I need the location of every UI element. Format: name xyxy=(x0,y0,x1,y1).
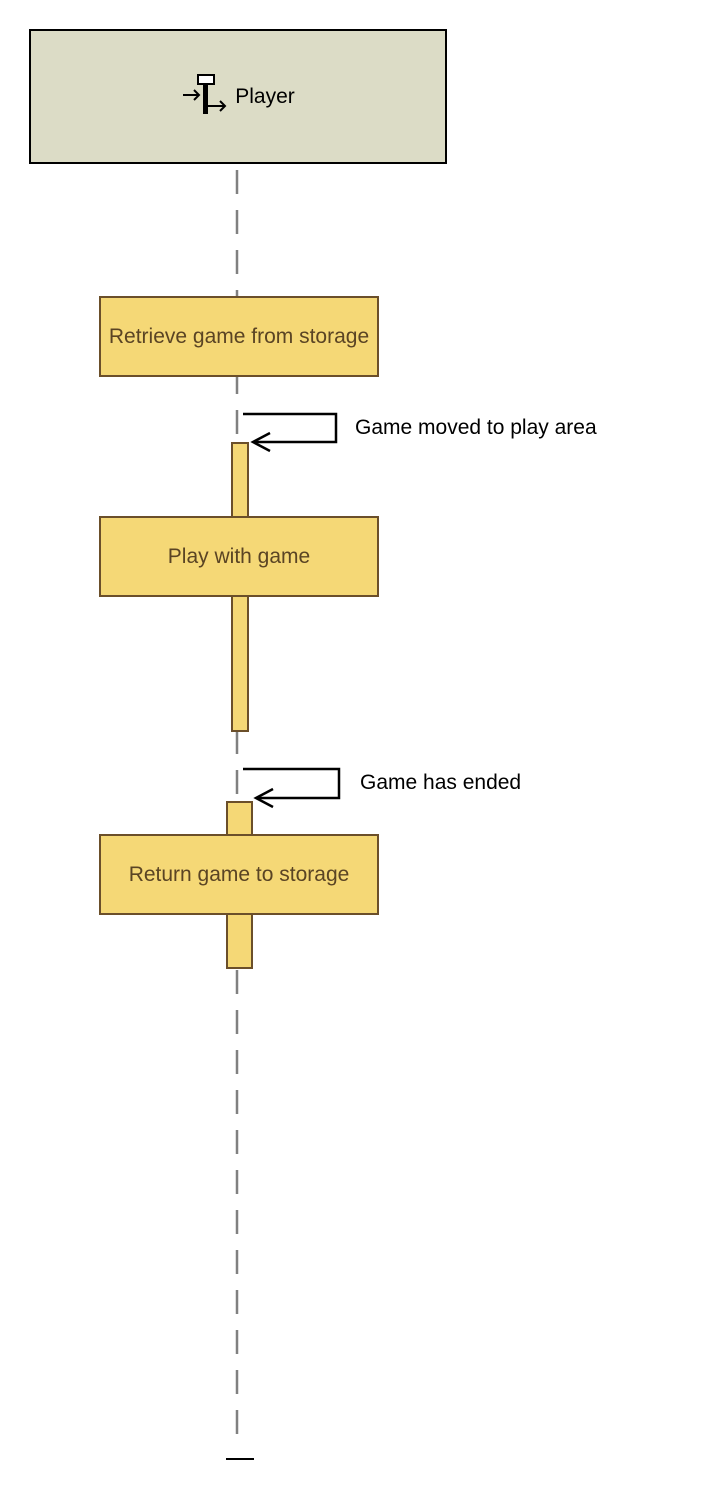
state-return-game[interactable]: Return game to storage xyxy=(99,834,379,915)
message-label-game-ended: Game has ended xyxy=(360,771,522,794)
state-play-with-game[interactable]: Play with game xyxy=(99,516,379,597)
state-label: Retrieve game from storage xyxy=(108,324,370,348)
participant-name: Player xyxy=(235,84,295,108)
lifeline-actor-icon xyxy=(181,73,229,121)
self-message-arrow-1 xyxy=(243,412,338,453)
state-retrieve-game[interactable]: Retrieve game from storage xyxy=(99,296,379,377)
message-label-game-moved: Game moved to play area xyxy=(355,416,597,439)
self-message-arrow-2 xyxy=(243,767,341,809)
participant-header[interactable]: Player xyxy=(29,29,447,164)
state-label: Return game to storage xyxy=(128,862,350,886)
state-label: Play with game xyxy=(167,544,311,568)
